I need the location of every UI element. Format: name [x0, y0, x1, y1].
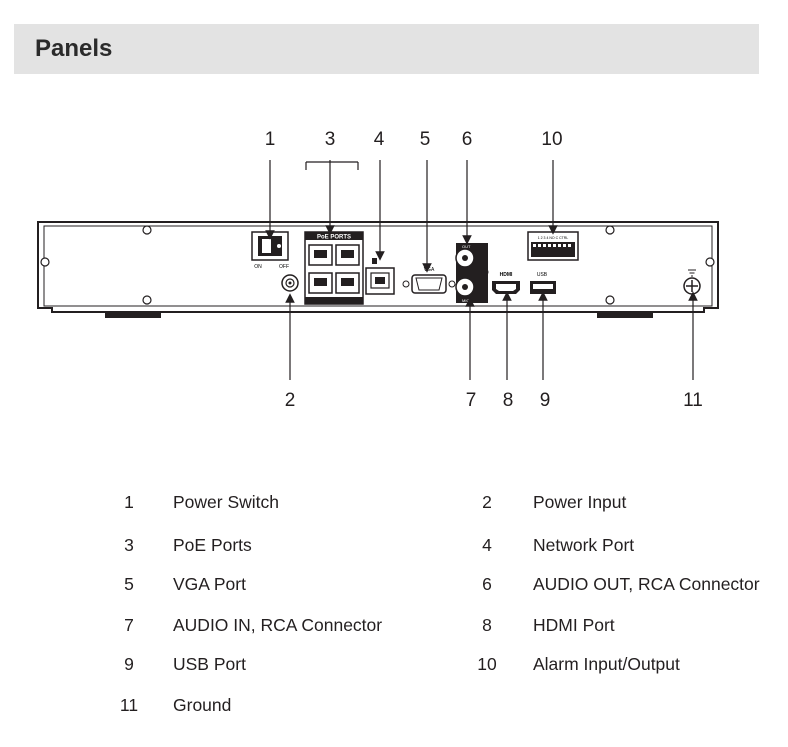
legend-label: Power Switch	[173, 492, 280, 512]
poe-ports-label: PoE PORTS	[317, 235, 351, 241]
legend-num: 4	[482, 535, 492, 555]
callout-6: 6	[462, 129, 473, 150]
off-label: OFF	[279, 264, 289, 270]
legend-num: 7	[124, 615, 134, 635]
alarm-label: 1 2 3 4 NO C CTRL	[538, 236, 569, 240]
audio-rca-block: OUT MIC	[455, 243, 489, 303]
callout-lines	[265, 160, 698, 380]
ground-screw	[683, 269, 701, 295]
on-label: ON	[254, 264, 262, 270]
legend-num: 2	[482, 492, 492, 512]
legend-label: Alarm Input/Output	[533, 654, 680, 674]
legend-label: AUDIO OUT, RCA Connector	[533, 574, 760, 594]
legend-num: 11	[119, 695, 139, 715]
screw-icons	[40, 225, 715, 305]
legend-num: 3	[124, 535, 134, 555]
legend-num: 6	[482, 574, 492, 594]
usb-label: USB	[537, 272, 548, 278]
mic-label: MIC	[462, 298, 469, 303]
power-input-jack	[281, 274, 299, 292]
legend-num: 9	[124, 654, 134, 674]
power-switch: ON OFF	[251, 231, 289, 270]
poe-ports: PoE PORTS	[304, 231, 364, 305]
alarm-terminal-block: 1 2 3 4 NO C CTRL	[527, 231, 579, 261]
legend-label: Ground	[173, 695, 232, 715]
network-port	[365, 258, 395, 295]
section-header: Panels	[14, 24, 759, 74]
legend-num: 1	[124, 492, 134, 512]
callout-1: 1	[265, 129, 276, 150]
page-title: Panels	[35, 35, 113, 62]
callout-7: 7	[466, 390, 477, 411]
usb-port: USB	[530, 272, 556, 294]
vga-label: VGA	[424, 267, 435, 273]
callout-10: 10	[541, 129, 562, 150]
callout-4: 4	[374, 129, 385, 150]
legend-label: AUDIO IN, RCA Connector	[173, 615, 383, 635]
callout-11: 11	[683, 390, 703, 411]
out-label: OUT	[462, 244, 471, 249]
legend-label: USB Port	[173, 654, 246, 674]
rear-panel-diagram: ON OFF PoE PORTS VGA	[37, 129, 719, 411]
legend-label: HDMI Port	[533, 615, 615, 635]
legend-label: Network Port	[533, 535, 635, 555]
hdmi-label: HDMI	[500, 272, 513, 278]
hdmi-port: HDMI	[492, 272, 520, 294]
legend-num: 5	[124, 574, 134, 594]
legend-label: PoE Ports	[173, 535, 252, 555]
callout-9: 9	[540, 390, 551, 411]
legend-label: Power Input	[533, 492, 627, 512]
callout-8: 8	[503, 390, 514, 411]
callout-2: 2	[285, 390, 296, 411]
legend-label: VGA Port	[173, 574, 246, 594]
legend-num: 10	[477, 654, 497, 674]
callout-5: 5	[420, 129, 431, 150]
legend-num: 8	[482, 615, 492, 635]
callout-3: 3	[325, 129, 336, 150]
